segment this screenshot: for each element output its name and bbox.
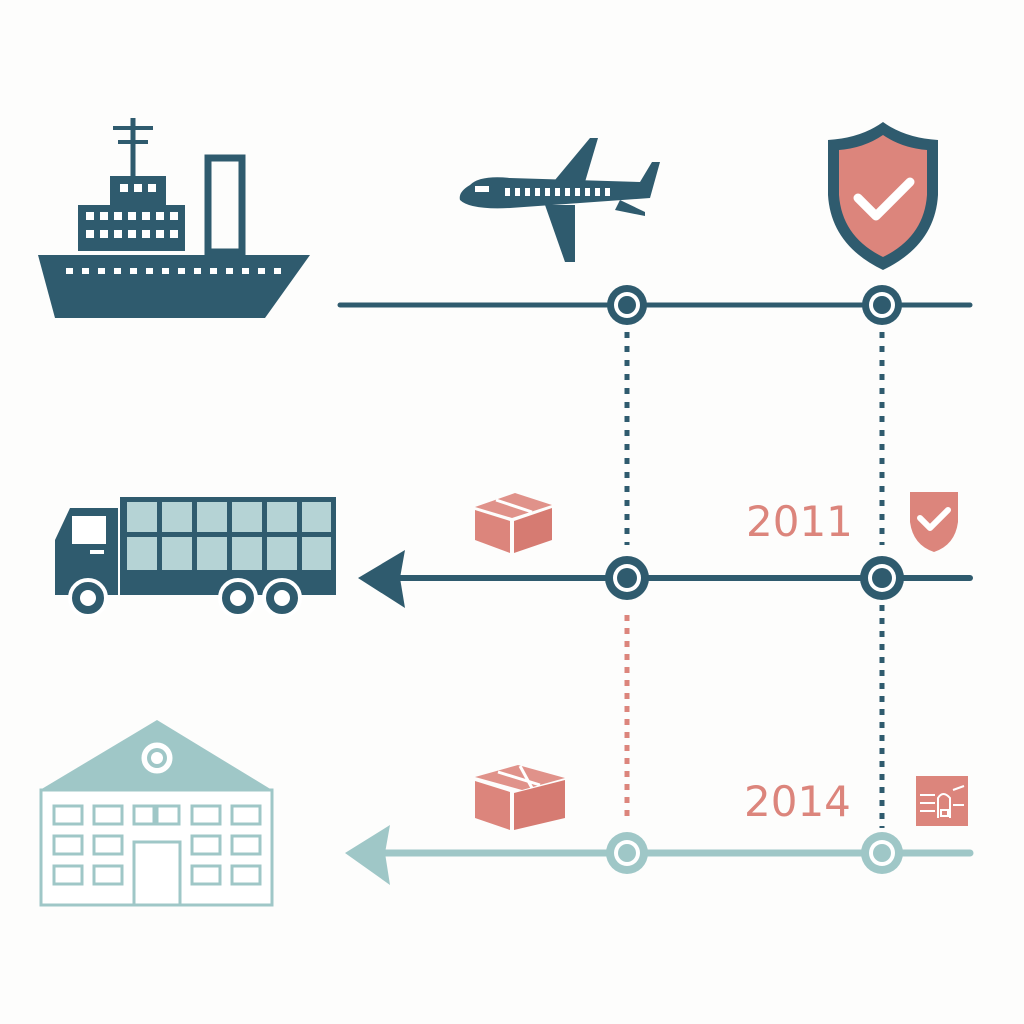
document-icon <box>916 776 968 826</box>
timeline-row-1 <box>337 285 973 325</box>
timeline-row-3 <box>345 825 974 885</box>
arrow-left-icon <box>358 550 405 608</box>
warehouse-icon <box>39 720 274 907</box>
year-label-2014: 2014 <box>744 777 851 826</box>
timeline-node[interactable] <box>860 556 904 600</box>
small-shield-check-icon <box>910 492 958 552</box>
ship-icon <box>38 118 310 318</box>
timeline-node[interactable] <box>606 832 648 874</box>
timeline-row-2 <box>358 550 973 608</box>
shield-check-icon <box>828 122 938 270</box>
package-icon <box>475 493 552 553</box>
package-icon <box>475 765 565 830</box>
timeline-node[interactable] <box>605 556 649 600</box>
timeline-node[interactable] <box>607 285 647 325</box>
timeline-node[interactable] <box>861 832 903 874</box>
timeline-node[interactable] <box>862 285 902 325</box>
airplane-icon <box>459 138 660 262</box>
arrow-left-icon <box>345 825 390 885</box>
year-label-2011: 2011 <box>746 497 853 546</box>
truck-icon <box>55 497 336 618</box>
